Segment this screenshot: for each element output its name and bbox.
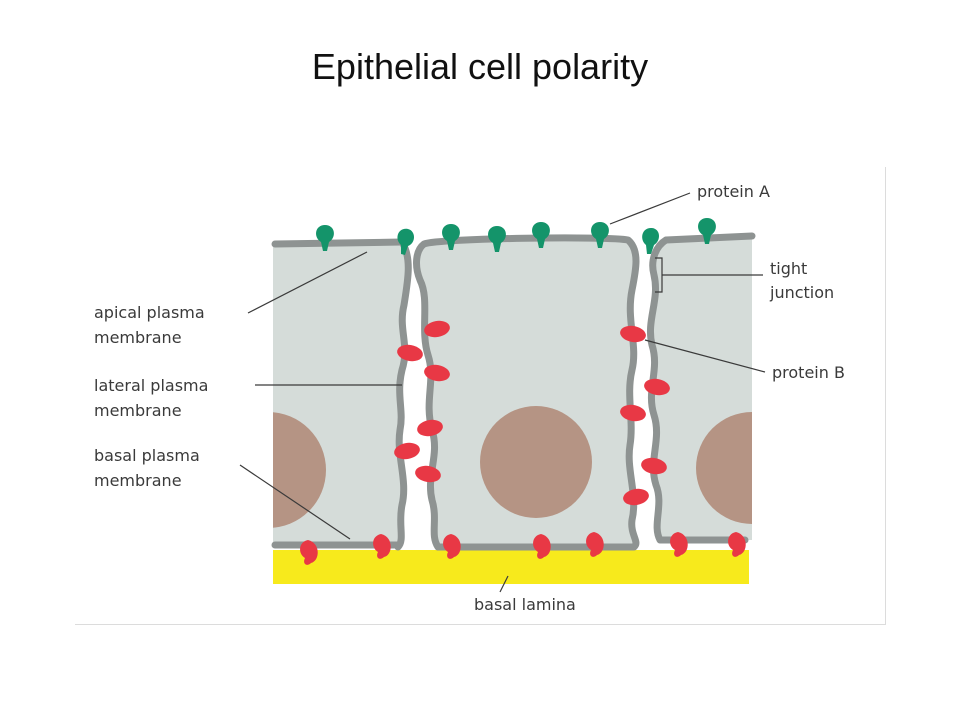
- tight-junction-label-line2: junction: [769, 283, 834, 302]
- protein-b: [424, 364, 450, 382]
- protein-a: [642, 227, 660, 254]
- left-cell-apical-membrane: [271, 238, 406, 248]
- leader-protein-b: [644, 339, 766, 373]
- left-cell-lateral-membrane: [394, 238, 412, 551]
- protein-b: [415, 465, 441, 483]
- basal-lamina-label: basal lamina: [474, 595, 576, 614]
- protein-b: [300, 540, 318, 565]
- basal-label-line2: membrane: [94, 471, 182, 490]
- leader-apical: [247, 251, 368, 314]
- protein-b: [620, 325, 646, 343]
- protein-b: [443, 534, 461, 559]
- protein-b: [397, 344, 423, 362]
- protein-b: [620, 404, 646, 422]
- protein-b: [641, 457, 667, 475]
- right-cell: [647, 232, 756, 544]
- leader-basal: [239, 464, 351, 540]
- protein-a: [397, 228, 414, 255]
- protein-a: [698, 218, 716, 244]
- protein-b: [644, 378, 670, 396]
- protein-a: [591, 222, 609, 248]
- protein-a-label: protein A: [697, 182, 770, 201]
- protein-b: [373, 534, 391, 559]
- protein-a: [316, 225, 334, 251]
- protein-b: [394, 442, 420, 460]
- protein-b: [670, 532, 688, 557]
- protein-b-label: protein B: [772, 363, 845, 382]
- protein-b: [623, 488, 649, 506]
- leader-basal-lamina: [499, 575, 509, 593]
- left-cell-nucleus: [273, 412, 326, 528]
- protein-a: [488, 226, 506, 252]
- protein-a: [442, 224, 460, 250]
- basal-label-line1: basal plasma: [94, 446, 200, 465]
- tight-junction-label-line1: tight: [770, 259, 807, 278]
- protein-a: [532, 222, 550, 248]
- apical-label-line2: membrane: [94, 328, 182, 347]
- protein-b: [533, 534, 551, 559]
- leader-protein-a: [609, 192, 691, 225]
- protein-a-group: [316, 218, 716, 255]
- lateral-label-line1: lateral plasma: [94, 376, 208, 395]
- protein-b: [586, 532, 604, 557]
- protein-b-group: [300, 320, 746, 565]
- middle-cell: [413, 234, 640, 551]
- right-cell-nucleus: [696, 412, 752, 524]
- basal-lamina-band: [273, 550, 749, 584]
- lateral-label-line2: membrane: [94, 401, 182, 420]
- left-cell: [271, 238, 412, 551]
- protein-b: [424, 320, 450, 338]
- apical-label-line1: apical plasma: [94, 303, 205, 322]
- protein-b: [417, 419, 443, 437]
- leader-lines: [239, 192, 766, 593]
- page-title: Epithelial cell polarity: [311, 46, 649, 87]
- protein-b: [728, 532, 746, 557]
- middle-cell-nucleus: [480, 406, 592, 518]
